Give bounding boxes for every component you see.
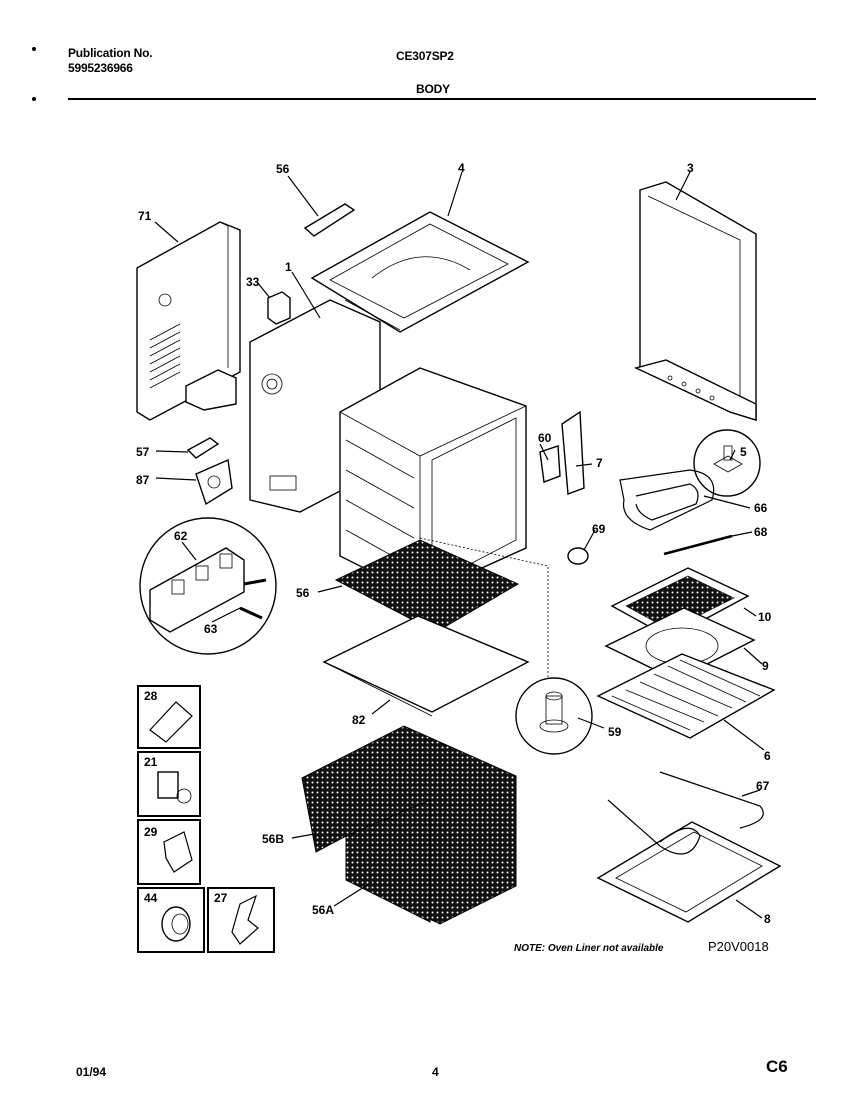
receptacle-87	[195, 458, 233, 506]
callout-56: 56	[276, 162, 290, 176]
bake-element-8	[596, 799, 782, 923]
inset-box-44: 44	[137, 887, 205, 953]
broil-element-66	[619, 469, 715, 531]
callout-87: 87	[136, 473, 150, 487]
lamp-socket-inset-59	[515, 677, 593, 755]
callout-62: 62	[174, 529, 188, 543]
callout-57: 57	[136, 445, 150, 459]
rod-68	[663, 534, 733, 556]
inset-box-28: 28	[137, 685, 201, 749]
callout-67: 67	[756, 779, 770, 793]
hinge-7	[561, 410, 585, 495]
callout-5: 5	[740, 445, 747, 459]
callout-8: 8	[764, 912, 771, 926]
callout-56a: 56A	[312, 903, 334, 917]
top-frame-4	[310, 211, 530, 333]
insulation-56	[334, 539, 520, 633]
callout-33: 33	[246, 275, 260, 289]
publication-label: Publication No.	[68, 46, 153, 60]
callout-66: 66	[754, 501, 768, 515]
callout-labels: 71 56 33 1 4 3 57 87 60 7 5 66 68 69 62 …	[136, 161, 772, 926]
page-number: 4	[432, 1065, 439, 1079]
margin-dot	[32, 97, 36, 101]
leader-lines	[154, 171, 765, 919]
callout-69: 69	[592, 522, 606, 536]
callout-9: 9	[762, 659, 769, 673]
callout-68: 68	[754, 525, 768, 539]
leveler-inset-5	[693, 429, 761, 497]
callout-4: 4	[458, 161, 465, 175]
top-bracket-56	[303, 203, 356, 237]
inset-label-27: 27	[214, 891, 228, 905]
inset-box-27: 27	[207, 887, 275, 953]
callout-60: 60	[538, 431, 552, 445]
plate-57	[186, 437, 220, 459]
back-panel-71	[136, 221, 241, 421]
callout-6: 6	[764, 749, 771, 763]
hinge-60	[539, 445, 561, 483]
callout-10: 10	[758, 610, 772, 624]
inset-label-28: 28	[144, 689, 158, 703]
inset-label-44: 44	[144, 891, 158, 905]
model-number: CE307SP2	[396, 49, 454, 63]
drawing-number: P20V0018	[708, 939, 769, 954]
margin-dot	[32, 47, 36, 51]
wire-67	[659, 771, 764, 829]
insulation-56a	[345, 799, 431, 923]
bottom-plate-82	[322, 615, 530, 717]
inset-box-21: 21	[137, 751, 201, 817]
section-title: BODY	[416, 82, 450, 96]
light-lens-69	[567, 547, 589, 565]
bracket-33	[267, 291, 291, 325]
publication-number: 5995236966	[68, 61, 133, 75]
header-rule	[68, 98, 816, 100]
callout-59: 59	[608, 725, 622, 739]
callout-63: 63	[204, 622, 218, 636]
inset-label-29: 29	[144, 825, 158, 839]
callout-56-insulation: 56	[296, 586, 310, 600]
inset-label-21: 21	[144, 755, 158, 769]
footer-date: 01/94	[76, 1065, 107, 1079]
oven-rack-6	[596, 653, 776, 739]
page-code: C6	[766, 1057, 788, 1076]
callout-1: 1	[285, 260, 292, 274]
side-panel-3	[633, 181, 757, 421]
inset-box-29: 29	[137, 819, 201, 885]
callout-7: 7	[596, 456, 603, 470]
callout-56b: 56B	[262, 832, 284, 846]
terminal-block-inset-62	[139, 517, 277, 655]
callout-3: 3	[687, 161, 694, 175]
callout-71: 71	[138, 209, 152, 223]
oven-liner-note: NOTE: Oven Liner not available	[514, 943, 664, 954]
callout-82: 82	[352, 713, 366, 727]
